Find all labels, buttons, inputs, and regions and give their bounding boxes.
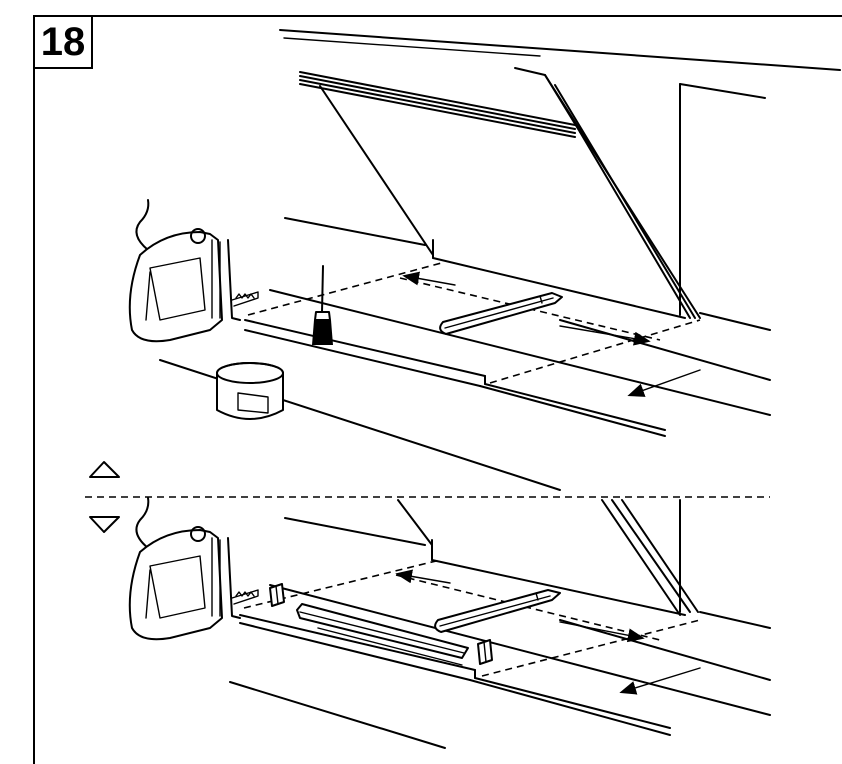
pencil-icon	[439, 292, 563, 335]
upper-board	[159, 289, 771, 491]
lower-lid-panel	[284, 499, 771, 629]
triangle-up-icon	[89, 461, 120, 478]
upper-lid-panel	[279, 29, 841, 319]
step-number: 18	[33, 15, 93, 69]
view-separator	[85, 461, 770, 533]
lower-view	[128, 497, 771, 749]
glue-pot-icon	[216, 362, 284, 420]
page-frame	[33, 15, 842, 764]
brush-icon	[312, 265, 333, 345]
trim-strip-icon	[296, 603, 469, 666]
lower-cut-lines	[243, 559, 701, 695]
jigsaw-icon	[128, 497, 259, 641]
pencil-icon	[434, 589, 561, 633]
upper-view	[128, 29, 841, 491]
triangle-down-icon	[89, 516, 120, 533]
jigsaw-icon	[128, 199, 259, 343]
lower-board	[229, 584, 771, 749]
upper-back-wall	[284, 83, 771, 331]
clip-icon	[269, 583, 493, 665]
